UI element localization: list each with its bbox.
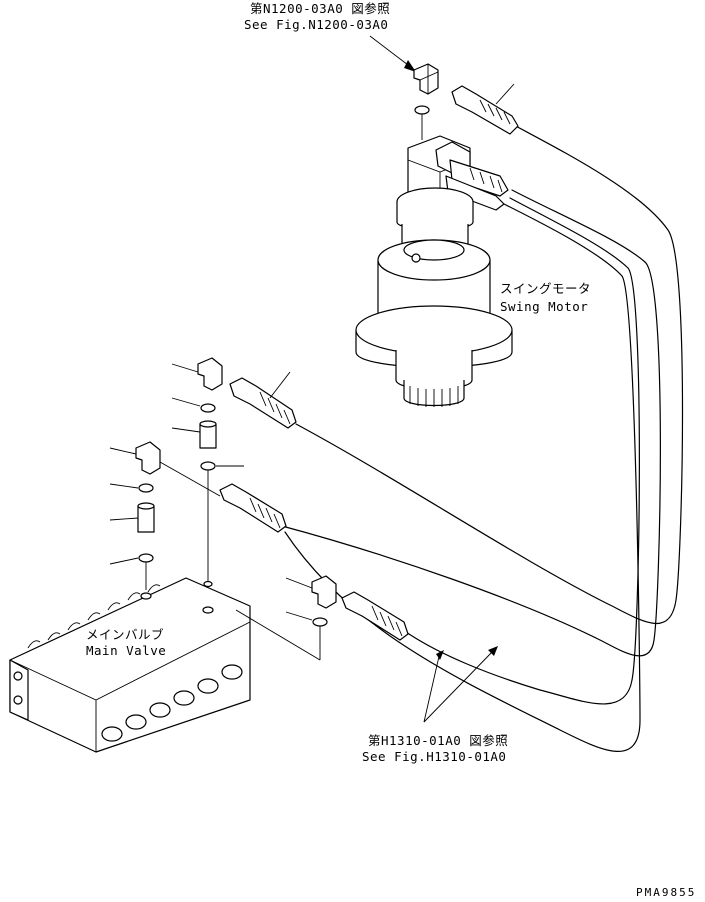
main-valve-endcap-bolt-2 [13, 695, 23, 705]
motor-bolt [411, 253, 421, 263]
elbow-fitting-left [135, 441, 161, 475]
leader-oring-middle-1 [171, 397, 201, 407]
elbow-fitting-top [413, 63, 439, 95]
adapter-left-top [137, 502, 155, 510]
hose-end-middle-hatch [259, 391, 291, 425]
swing-motor-label-jp: スイングモータ [500, 281, 592, 296]
o-ring-middle-2 [200, 461, 216, 471]
hose-line-1 [295, 123, 684, 625]
o-ring-middle-1 [200, 403, 216, 413]
leader-adapter-left [109, 517, 139, 521]
lower-right-fittings [285, 575, 498, 723]
elbow-fitting-middle [197, 357, 223, 391]
main-valve-label-en: Main Valve [86, 643, 167, 658]
elbow-top-detail [419, 64, 439, 94]
main-valve-port-1 [140, 592, 152, 600]
hose-lines [281, 123, 684, 752]
ref-top-en: See Fig.N1200-03A0 [244, 17, 389, 32]
ref-bottom-jp: 第H1310-01A0 図参照 [368, 733, 509, 748]
main-valve-endcap [9, 659, 29, 721]
swing-motor [355, 135, 513, 407]
adapter-middle-top [199, 420, 217, 428]
main-valve-label-jp: メインバルブ [86, 627, 165, 642]
main-valve-port-3 [203, 580, 213, 588]
hose-end-lower [341, 591, 409, 641]
arrow-ref-bottom-1 [423, 651, 441, 723]
top-fittings [369, 35, 519, 140]
leader-oring-left-2 [109, 557, 139, 565]
motor-hose-end-1-hatch [469, 167, 503, 193]
leader-hose-middle [269, 371, 291, 399]
leader-ref-top [369, 35, 413, 69]
hose-end-left [219, 483, 287, 533]
arrowhead-ref-top [404, 60, 416, 72]
hose-end-lower-hatch [371, 605, 403, 637]
main-valve-port-2 [202, 606, 214, 614]
o-ring-lower [312, 617, 328, 627]
left-fittings [109, 441, 287, 590]
hose-line-4 [284, 201, 641, 752]
motor-pinion-teeth [409, 386, 459, 407]
o-ring-left-1 [138, 483, 154, 493]
o-ring-top [414, 105, 430, 115]
leader-elbow-left [109, 447, 137, 455]
guide-line-valve [235, 609, 321, 661]
leader-hose-top [495, 83, 515, 105]
motor-base-flange-top [355, 305, 513, 355]
ref-top-jp: 第N1200-03A0 図参照 [250, 1, 391, 16]
main-valve-edges [9, 621, 251, 752]
main-valve-endcap-bolt-1 [13, 671, 23, 681]
main-valve-bumps [27, 584, 161, 649]
arrowhead-ref-bottom-2 [488, 646, 498, 656]
hose-end-middle [229, 377, 297, 429]
hose-end-top-hatch [479, 99, 511, 125]
leader-oring-left-1 [109, 483, 139, 489]
swing-motor-label-en: Swing Motor [500, 299, 589, 314]
leader-elbow-lower [285, 577, 313, 589]
middle-fittings [171, 357, 297, 610]
hose-end-left-hatch [249, 497, 281, 529]
main-valve-spools [101, 664, 243, 742]
hose-line-2 [281, 189, 661, 657]
adapter-left [137, 505, 155, 533]
connector-left [159, 461, 221, 497]
main-valve [9, 577, 321, 753]
drawing-code: PMA9855 [636, 886, 697, 899]
leader-oring-lower [285, 611, 313, 621]
ref-bottom-en: See Fig.H1310-01A0 [362, 749, 507, 764]
o-ring-left-2 [138, 553, 154, 563]
elbow-fitting-lower [311, 575, 337, 609]
leader-adapter-middle [171, 427, 201, 433]
arrow-ref-bottom-2 [423, 649, 495, 723]
leader-elbow-middle [171, 363, 199, 373]
hose-line-3 [405, 197, 640, 705]
arrowhead-ref-bottom-1 [436, 650, 444, 660]
